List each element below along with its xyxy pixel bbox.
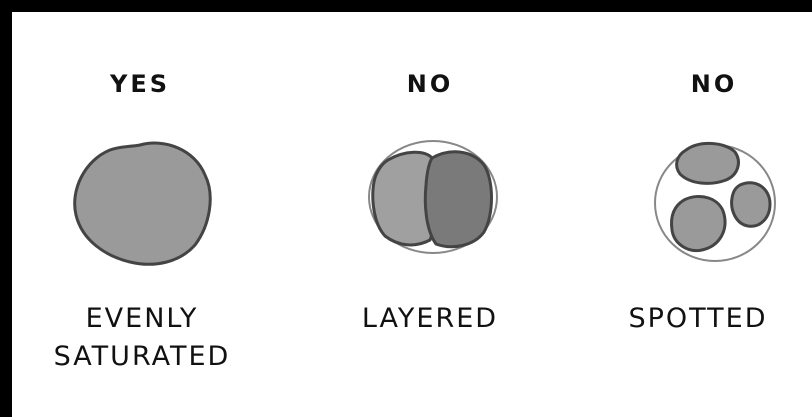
evenly-saturated-blob-icon — [75, 143, 211, 264]
caption-line-1: SPOTTED — [568, 300, 812, 338]
spotted-blob-icon — [655, 143, 775, 261]
caption-spotted: SPOTTED — [568, 300, 812, 338]
caption-evenly-saturated: EVENLY SATURATED — [12, 300, 272, 376]
caption-line-1: EVENLY — [12, 300, 272, 338]
caption-line-1: LAYERED — [300, 300, 560, 338]
caption-layered: LAYERED — [300, 300, 560, 338]
caption-line-2: SATURATED — [12, 338, 272, 376]
layered-blob-icon — [369, 141, 497, 253]
